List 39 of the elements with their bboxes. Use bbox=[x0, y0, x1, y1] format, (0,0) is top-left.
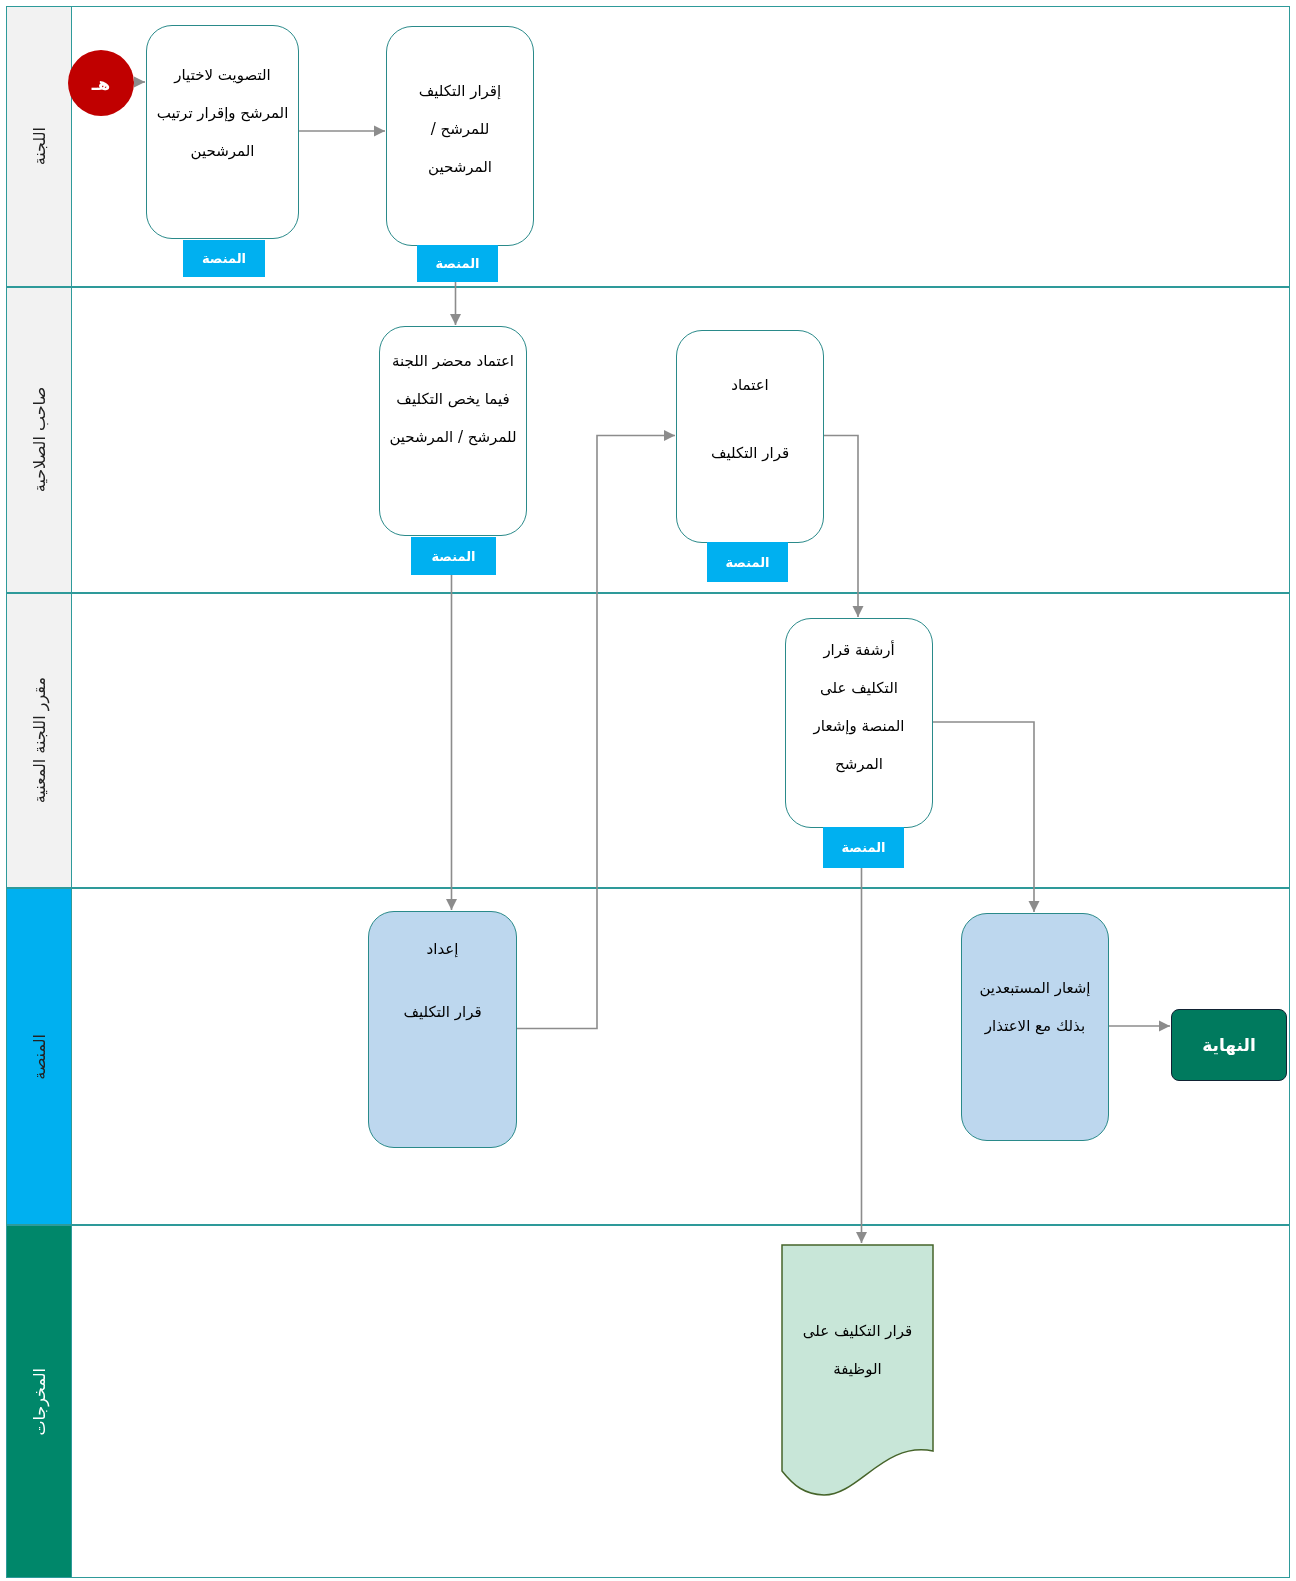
swimlane bbox=[6, 1225, 1290, 1578]
arrow bbox=[297, 125, 386, 137]
box-text: التصويت لاختيار المرشح وإقرار ترتيب المرشحين bbox=[155, 65, 290, 162]
process-box bbox=[961, 913, 1109, 1141]
swimlane bbox=[6, 888, 1290, 1225]
arrow bbox=[855, 865, 868, 1244]
swimlane bbox=[6, 287, 1290, 593]
lane-header: المخرجات bbox=[7, 1226, 72, 1577]
platform-tag: المنصة bbox=[707, 542, 788, 582]
box-text: إشعار المستبعدين بذلك مع الاعتذار bbox=[978, 978, 1092, 1037]
box-text: قرار التكليف bbox=[403, 1002, 482, 1023]
box-text: اعتماد محضر اللجنة فيما يخص التكليف للمرشح / المرشحين bbox=[388, 351, 518, 448]
platform-tag: المنصة bbox=[823, 827, 904, 868]
platform-tag: المنصة bbox=[183, 240, 265, 277]
lane-header: المنصة bbox=[7, 889, 72, 1224]
arrow bbox=[445, 572, 458, 911]
start-circle: هـ bbox=[68, 50, 134, 116]
box-text: أرشفة قرار التكليف على المنصة وإشعار المرشح bbox=[812, 639, 906, 775]
box-text: إعداد bbox=[426, 939, 459, 960]
box-text: اعتماد bbox=[731, 375, 769, 396]
lane-header: صاحب الصلاحية bbox=[7, 288, 72, 592]
platform-tag: المنصة bbox=[417, 245, 498, 282]
arrow bbox=[822, 434, 864, 618]
box-text: قرار التكليف bbox=[710, 443, 790, 464]
lane-header: اللجنة bbox=[7, 7, 72, 286]
swimlane bbox=[6, 6, 1290, 287]
process-box bbox=[368, 911, 517, 1148]
box-text: إقرار التكليف للمرشح / المرشحين bbox=[417, 81, 503, 178]
arrow bbox=[449, 279, 462, 326]
arrow bbox=[132, 76, 146, 88]
platform-tag: المنصة bbox=[411, 537, 496, 575]
arrow bbox=[931, 721, 1040, 913]
arrow bbox=[1107, 1020, 1171, 1032]
lane-header: مقرر اللجنة المعنية bbox=[7, 594, 72, 887]
end-box: النهاية bbox=[1171, 1009, 1287, 1081]
box-text: قرار التكليف على الوظيفة bbox=[801, 1321, 914, 1380]
swimlane bbox=[6, 593, 1290, 888]
document-shape bbox=[781, 1244, 934, 1496]
arrow bbox=[515, 429, 676, 1030]
